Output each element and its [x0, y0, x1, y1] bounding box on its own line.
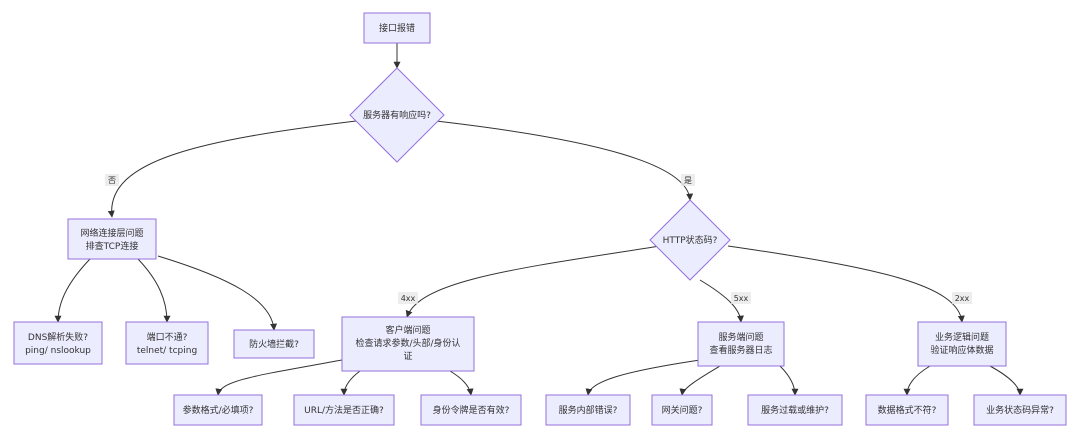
svg-text:ping/ nslookup: ping/ nslookup	[25, 346, 91, 356]
svg-text:URL/方法是否正确?: URL/方法是否正确?	[304, 404, 384, 416]
edge-labels: 否 是 4xx 5xx 2xx	[105, 174, 972, 304]
edge-http-to-client	[405, 245, 661, 318]
node-http-status: HTTP状态码?	[649, 199, 731, 281]
edge-http-to-business	[727, 245, 965, 323]
node-overload: 服务过载或维护?	[747, 394, 843, 426]
node-gateway-issue: 网关问题?	[651, 394, 713, 426]
node-url-method: URL/方法是否正确?	[293, 394, 395, 426]
svg-text:端口不通?: 端口不通?	[147, 331, 188, 343]
svg-text:验证响应体数据: 验证响应体数据	[930, 344, 993, 356]
node-server-response: 服务器有响应吗?	[349, 67, 445, 163]
edge-network-to-firewall	[157, 255, 278, 331]
edge-client-to-token	[449, 370, 474, 396]
svg-text:客户端问题: 客户端问题	[385, 324, 430, 336]
svg-text:检查请求参数/头部/身份认: 检查请求参数/头部/身份认	[355, 337, 460, 349]
edge-network-to-dns	[54, 258, 91, 323]
node-dns-fail: DNS解析失败? ping/ nslookup	[13, 321, 103, 365]
svg-text:数据格式不符?: 数据格式不符?	[878, 404, 937, 416]
edge-client-to-param	[215, 359, 343, 396]
edge-label-yes: 是	[681, 174, 695, 186]
edge-business-to-statuscode	[989, 365, 1024, 396]
svg-text:身份令牌是否有效?: 身份令牌是否有效?	[433, 404, 510, 416]
edge-server-to-network	[107, 120, 357, 218]
svg-text:网络连接层问题: 网络连接层问题	[80, 227, 143, 239]
svg-text:HTTP状态码?: HTTP状态码?	[663, 234, 718, 246]
svg-text:2xx: 2xx	[955, 294, 970, 303]
node-server-issue: 服务端问题 查看服务器日志	[697, 321, 785, 367]
edge-network-to-port	[137, 258, 171, 323]
node-port-blocked: 端口不通? telnet/ tcping	[125, 321, 209, 365]
edge-client-to-url	[340, 370, 361, 396]
edge-server-to-gateway	[679, 365, 721, 396]
svg-text:服务内部错误?: 服务内部错误?	[559, 404, 618, 416]
node-client-issue: 客户端问题 检查请求参数/头部/身份认 证	[341, 316, 475, 372]
svg-text:参数格式/必填项?: 参数格式/必填项?	[183, 404, 254, 416]
node-start: 接口报错	[363, 12, 431, 44]
svg-text:业务逻辑问题: 业务逻辑问题	[935, 331, 989, 343]
svg-text:服务过载或维护?: 服务过载或维护?	[761, 404, 829, 416]
node-token-valid: 身份令牌是否有效?	[420, 394, 522, 426]
svg-text:telnet/ tcping: telnet/ tcping	[137, 346, 197, 356]
svg-text:业务状态码异常?: 业务状态码异常?	[986, 404, 1054, 416]
svg-text:服务器有响应吗?: 服务器有响应吗?	[363, 109, 431, 121]
svg-text:防火墙拦截?: 防火墙拦截?	[249, 338, 299, 350]
edge-business-to-dataformat	[903, 365, 931, 396]
node-firewall: 防火墙拦截?	[233, 329, 315, 359]
node-param-format: 参数格式/必填项?	[173, 394, 263, 426]
node-network-issue: 网络连接层问题 排查TCP连接	[67, 218, 157, 260]
svg-text:排查TCP连接: 排查TCP连接	[86, 240, 139, 252]
node-status-code-error: 业务状态码异常?	[973, 394, 1067, 426]
svg-text:是: 是	[684, 176, 692, 185]
edge-server-to-overload	[779, 365, 799, 396]
svg-text:5xx: 5xx	[734, 294, 749, 303]
edge-label-5xx: 5xx	[731, 292, 751, 304]
edge-server-to-internal	[585, 359, 701, 396]
svg-text:否: 否	[108, 176, 116, 185]
edge-label-no: 否	[105, 174, 119, 186]
svg-text:4xx: 4xx	[401, 294, 416, 303]
edges	[54, 43, 1024, 396]
svg-text:DNS解析失败?: DNS解析失败?	[28, 331, 88, 343]
edge-server-to-http	[435, 120, 694, 201]
edge-label-2xx: 2xx	[952, 292, 972, 304]
edge-label-4xx: 4xx	[398, 292, 418, 304]
node-data-format: 数据格式不符?	[865, 394, 949, 426]
node-business-issue: 业务逻辑问题 验证响应体数据	[917, 321, 1007, 367]
node-internal-error: 服务内部错误?	[545, 394, 631, 426]
svg-text:服务端问题: 服务端问题	[718, 331, 763, 343]
nodes: 接口报错 服务器有响应吗? 网络连接层问题 排查TCP连接 DNS解析失败? p…	[13, 12, 1067, 426]
svg-text:接口报错: 接口报错	[379, 22, 415, 34]
svg-text:网关问题?: 网关问题?	[662, 404, 703, 416]
svg-text:证: 证	[403, 351, 412, 362]
svg-text:查看服务器日志: 查看服务器日志	[709, 344, 772, 356]
